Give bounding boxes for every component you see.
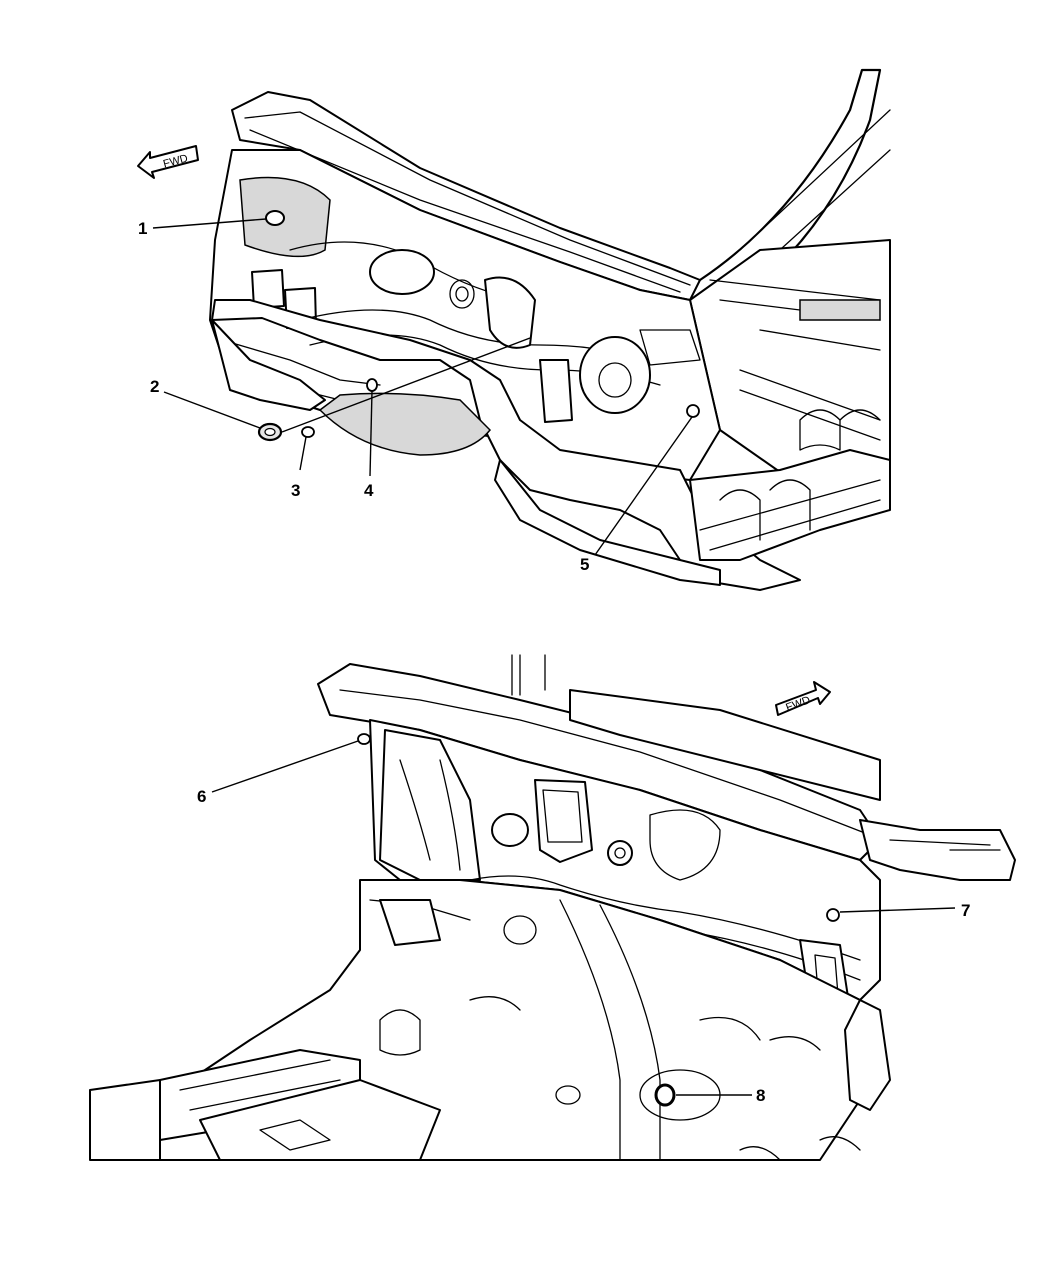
floor-pan (318, 392, 492, 456)
stud-4 (366, 378, 378, 392)
callout-5: 5 (580, 555, 589, 574)
callout-4: 4 (364, 481, 374, 500)
plug-6 (357, 733, 371, 745)
fwd-arrow-top: FWD (137, 145, 199, 179)
nut-3 (301, 426, 315, 438)
plug-5 (686, 404, 700, 418)
callout-3: 3 (291, 481, 300, 500)
fwd-arrow-bottom: FWD (775, 681, 831, 716)
left-pocket (239, 176, 331, 258)
grommet-8 (654, 1083, 676, 1107)
callout-2: 2 (150, 377, 159, 396)
callout-6: 6 (197, 787, 206, 806)
top-view: FWD 1 2 3 4 5 (137, 68, 891, 591)
lower-crossmember (211, 299, 801, 591)
callout-1: 1 (138, 219, 147, 238)
callout-8: 8 (756, 1086, 765, 1105)
grommet-2-hole (264, 427, 276, 437)
plug-7 (826, 908, 840, 922)
svg-text:FWD: FWD (784, 694, 812, 714)
grommet-plug-1 (265, 210, 285, 226)
callout-7: 7 (961, 901, 970, 920)
bottom-view: FWD 6 7 8 (89, 654, 1016, 1161)
